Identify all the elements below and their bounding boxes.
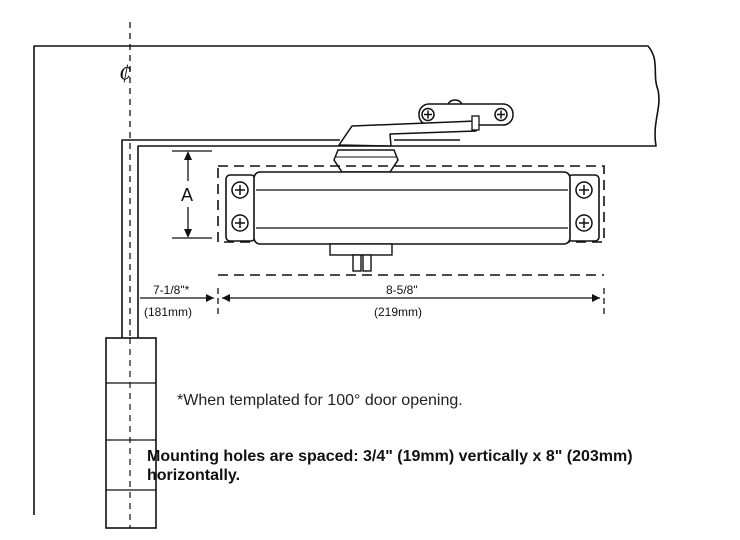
horizontal-dimensions (140, 288, 605, 316)
centerline-symbol: ₵ (119, 60, 132, 84)
body-length-metric: (219mm) (374, 305, 422, 319)
hinge (105, 337, 157, 529)
arm-shoe (418, 99, 514, 126)
template-outline (217, 165, 605, 243)
closer-body (225, 171, 600, 245)
footnote-door-opening: *When templated for 100° door opening. (177, 392, 463, 409)
dimension-a (172, 150, 212, 239)
hinge-offset-metric: (181mm) (144, 305, 192, 319)
body-length-imperial: 8-5/8" (386, 283, 418, 297)
pinion-cap (333, 149, 399, 173)
dimension-a-label: A (181, 185, 193, 205)
adjusting-valves (329, 243, 393, 272)
closer-arm (338, 120, 477, 147)
hinge-offset-imperial: 7-1/8"* (153, 283, 190, 297)
mounting-screws (231, 181, 593, 232)
door-frame-outline (33, 45, 660, 515)
door-leaf-edge (121, 139, 460, 338)
mounting-holes-note: Mounting holes are spaced: 3/4" (19mm) v… (147, 448, 633, 484)
